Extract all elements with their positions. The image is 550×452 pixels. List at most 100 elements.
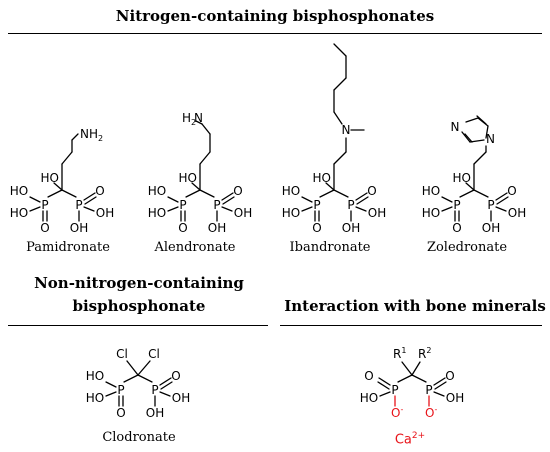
substituent-r2: R2 xyxy=(418,346,431,361)
ibandronate-oxo-right: O xyxy=(367,184,376,198)
bond xyxy=(333,43,347,57)
bond xyxy=(476,115,487,125)
bond xyxy=(105,381,117,388)
bond xyxy=(301,196,313,203)
pamidronate-ho-upper-left: HO xyxy=(10,184,28,198)
compound-name-alendronate: Alendronate xyxy=(154,240,236,255)
bond xyxy=(411,374,427,383)
bond xyxy=(356,196,369,205)
ibandronate-oxo-left: O xyxy=(312,221,321,235)
alendronate-oxo-left: O xyxy=(178,221,187,235)
alendronate-ho-lower-left: HO xyxy=(148,206,166,220)
ibandronate-p-left: P xyxy=(313,198,320,212)
pamidronate-oh-right: OH xyxy=(96,206,114,220)
section-title-interaction: Interaction with bone minerals xyxy=(284,297,546,315)
bond xyxy=(464,133,473,143)
bond xyxy=(222,196,235,205)
compound-name-clodronate: Clodronate xyxy=(102,430,176,445)
bond xyxy=(191,182,201,191)
section-title-non-nitrogen-line2: bisphosphonate xyxy=(72,297,206,315)
bond xyxy=(160,381,173,390)
zoledronate-n3: N xyxy=(451,120,460,134)
bond xyxy=(469,139,485,143)
bond xyxy=(201,123,211,135)
bond xyxy=(159,377,172,386)
zoledronate-ho-lower-left: HO xyxy=(422,206,440,220)
bond xyxy=(333,77,347,91)
zoledronate-ho-center: HO xyxy=(453,171,471,185)
alendronate-p-right: P xyxy=(213,198,220,212)
bond xyxy=(325,182,335,191)
binding-ho-left: HO xyxy=(360,391,378,405)
ibandronate-ho-center: HO xyxy=(313,171,331,185)
section-rule-right xyxy=(280,325,542,326)
bond xyxy=(126,360,139,376)
binding-p-right: P xyxy=(425,383,432,397)
zoledronate-n1: N xyxy=(486,132,495,146)
bond xyxy=(473,189,489,198)
bond xyxy=(83,192,96,201)
bond xyxy=(401,361,413,376)
bond xyxy=(355,192,368,201)
pamidronate-p-left: P xyxy=(41,198,48,212)
bond xyxy=(485,125,489,139)
bond xyxy=(137,360,151,376)
clodronate-oh-bottom: OH xyxy=(146,406,164,420)
calcium-ion-label: Ca2+ xyxy=(394,431,426,448)
alendronate-ho-center: HO xyxy=(179,171,197,185)
ibandronate-ho-lower-left: HO xyxy=(282,206,300,220)
bond xyxy=(221,192,234,201)
alendronate-oh-bottom: OH xyxy=(208,221,226,235)
substituent-r1: R1 xyxy=(393,346,406,361)
bond xyxy=(495,192,508,201)
bond xyxy=(199,151,211,165)
bond xyxy=(29,206,41,212)
clodronate-oxo-left: O xyxy=(116,406,125,420)
bond xyxy=(461,131,471,143)
bond xyxy=(47,189,63,198)
pamidronate-oh-bottom: OH xyxy=(70,221,88,235)
ibandronate-n: N xyxy=(342,123,351,137)
bond xyxy=(465,182,475,191)
bond xyxy=(319,189,335,198)
bond xyxy=(199,189,215,198)
bond xyxy=(355,206,367,212)
bond xyxy=(61,189,77,198)
bond xyxy=(71,133,79,141)
bond xyxy=(29,196,41,203)
compound-name-pamidronate: Pamidronate xyxy=(26,240,110,255)
ibandronate-oh-bottom: OH xyxy=(342,221,360,235)
alendronate-oh-right: OH xyxy=(234,206,252,220)
zoledronate-oh-right: OH xyxy=(508,206,526,220)
bond xyxy=(123,374,139,383)
bond xyxy=(379,391,391,397)
compound-name-ibandronate: Ibandronate xyxy=(289,240,371,255)
clodronate-p-left: P xyxy=(117,383,124,397)
section-rule-left xyxy=(8,325,268,326)
alendronate-amine-n: N xyxy=(194,111,203,125)
section-title-nitrogen-containing: Nitrogen-containing bisphosphonates xyxy=(115,7,435,25)
zoledronate-p-right: P xyxy=(487,198,494,212)
bond xyxy=(459,189,475,198)
ibandronate-oh-right: OH xyxy=(368,206,386,220)
bond xyxy=(495,206,507,212)
section-title-non-nitrogen-line1: Non-nitrogen-containing xyxy=(34,274,244,292)
bond xyxy=(441,196,453,203)
alendronate-oxo-right: O xyxy=(233,184,242,198)
pamidronate-amine: NH2 xyxy=(80,127,103,143)
bond xyxy=(301,206,313,212)
pamidronate-oxo-right: O xyxy=(95,184,104,198)
pamidronate-ho-lower-left: HO xyxy=(10,206,28,220)
alendronate-p-left: P xyxy=(179,198,186,212)
bond xyxy=(433,391,445,397)
clodronate-oh-right: OH xyxy=(172,391,190,405)
pamidronate-oxo-left: O xyxy=(40,221,49,235)
clodronate-p-right: P xyxy=(151,383,158,397)
bond xyxy=(441,206,453,212)
